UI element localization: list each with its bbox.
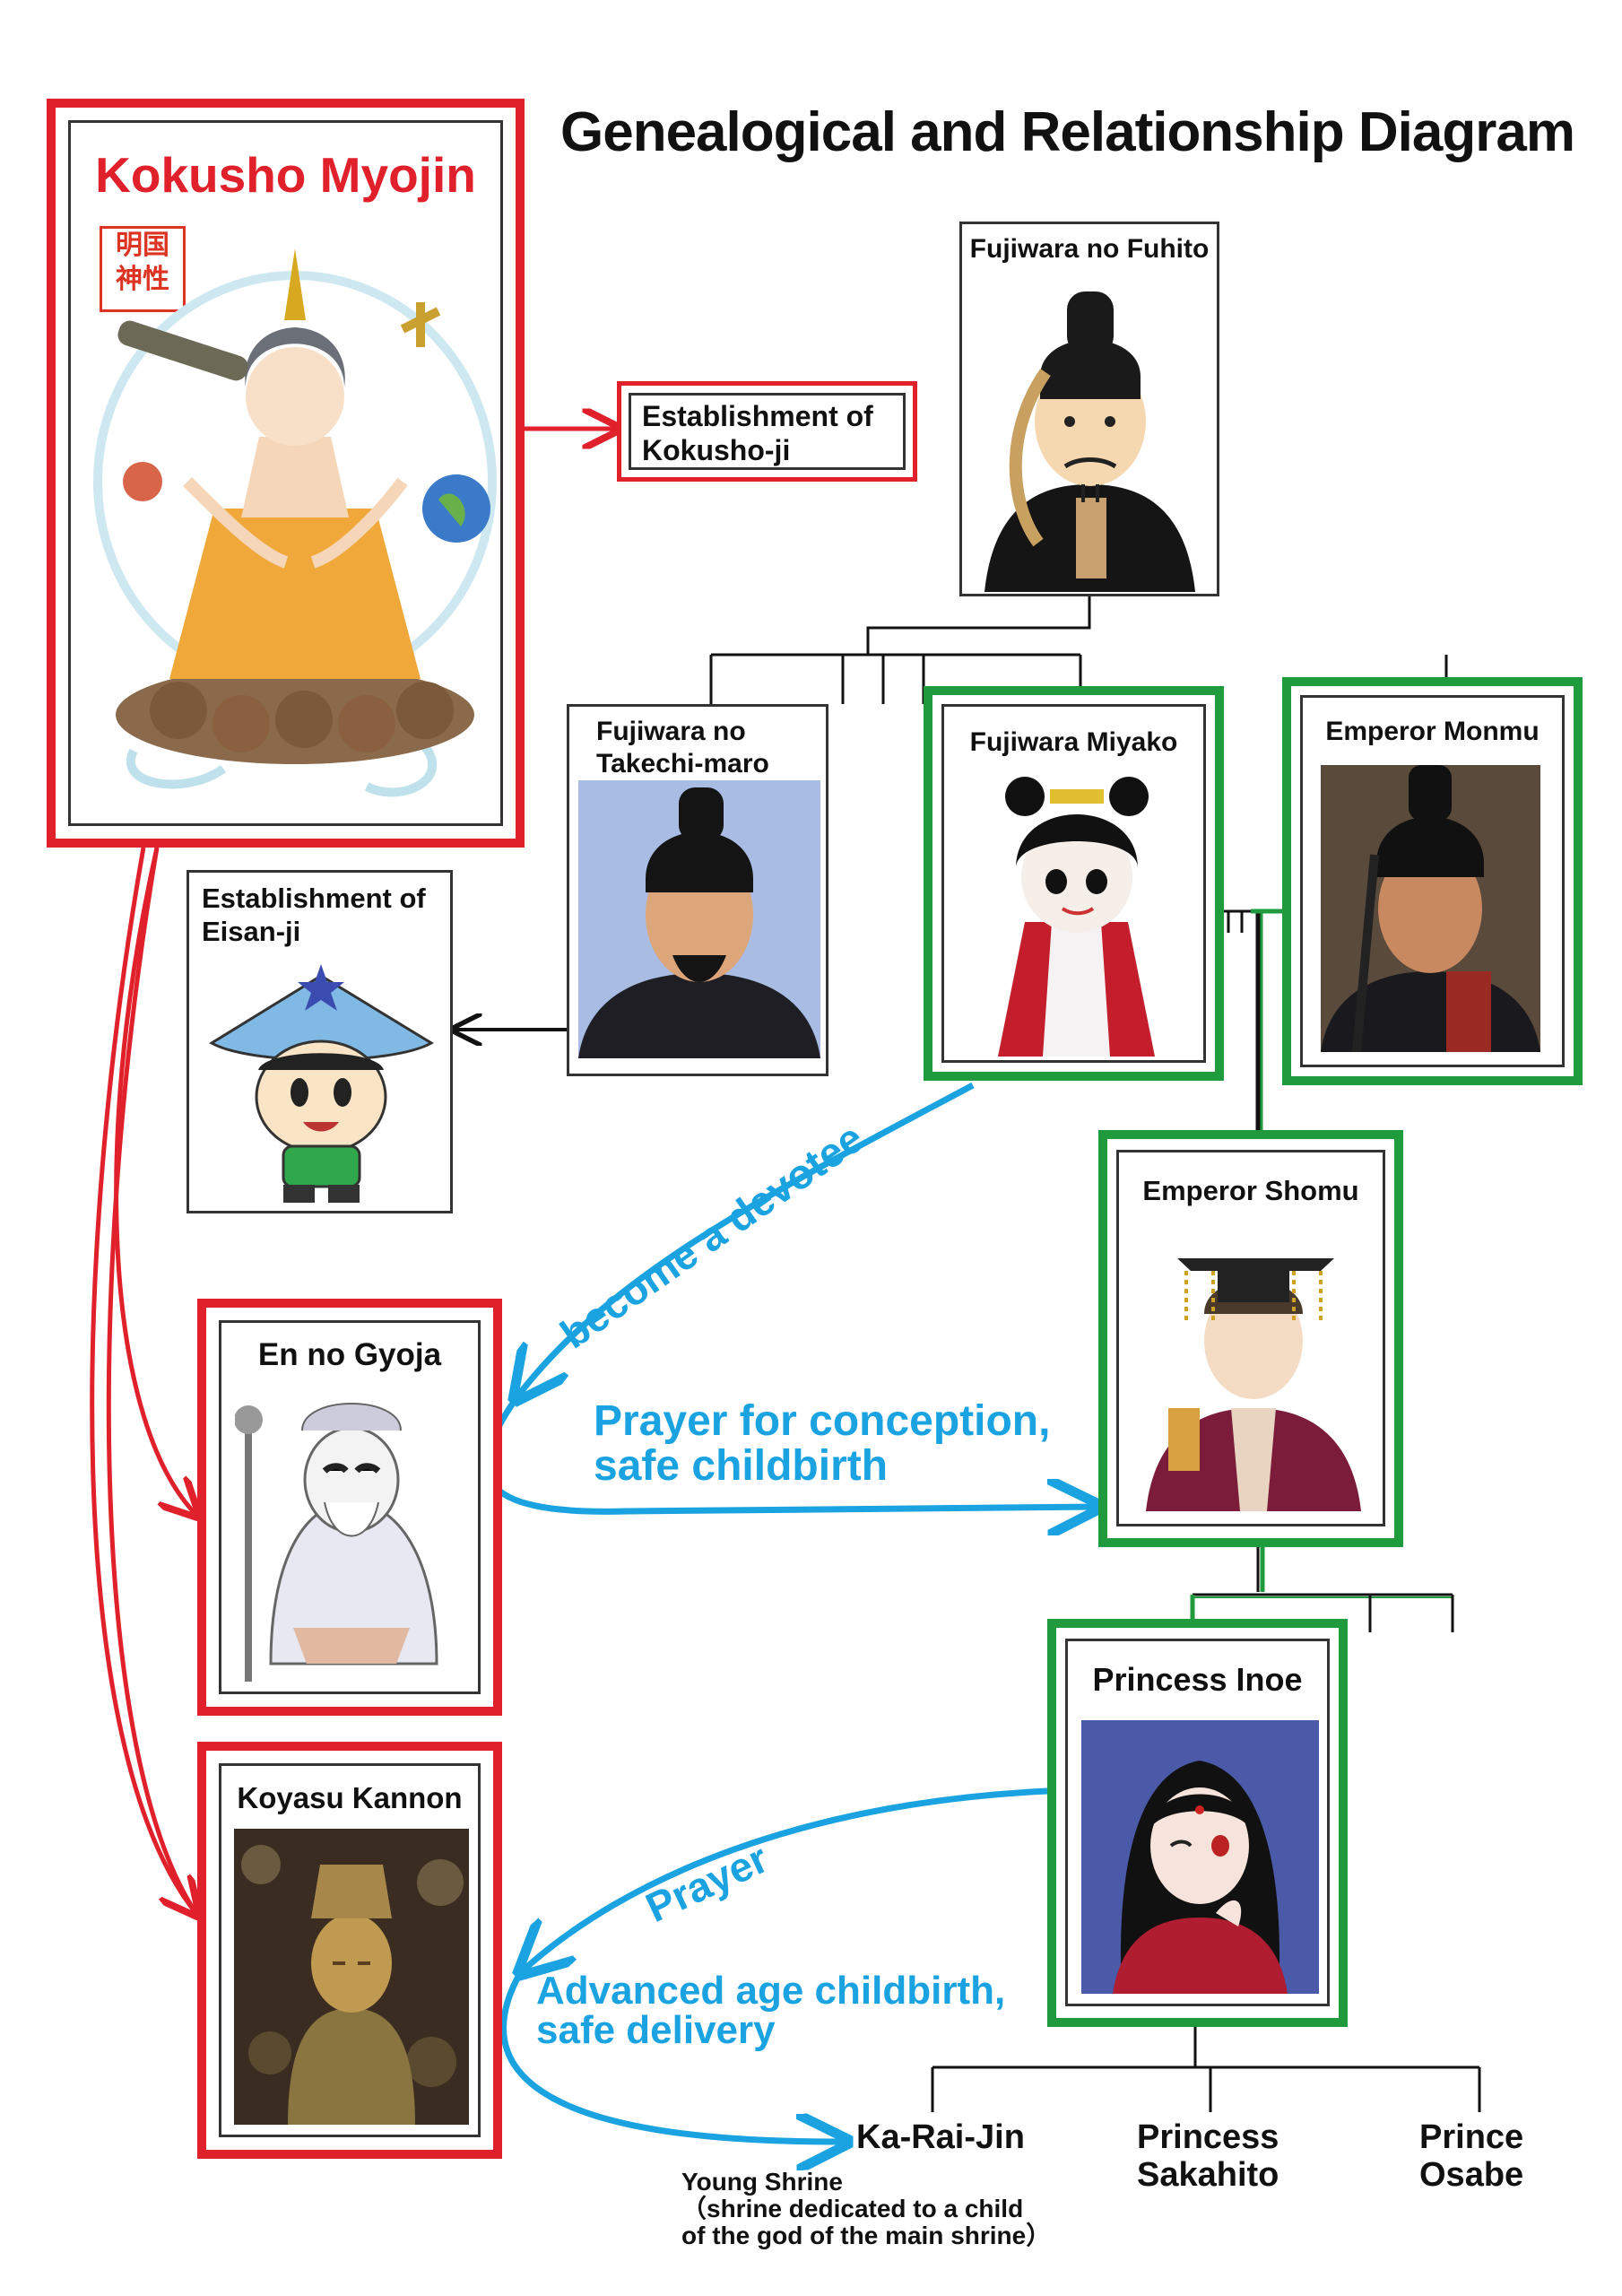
young-shrine-desc-1: （shrine dedicated to a child — [681, 2195, 1024, 2222]
eisan-ji-mascot-icon — [209, 964, 434, 1203]
page-title: Genealogical and Relationship Diagram — [560, 101, 1575, 163]
kokusho-ji-label: Establishment of Kokusho-ji — [629, 393, 906, 470]
shomu-name: Emperor Shomu — [1142, 1175, 1359, 1206]
arrow-become-devotee — [516, 1082, 975, 1399]
princess-inoe-card[interactable]: Princess Inoe — [1047, 1619, 1348, 2027]
young-shrine-title: Young Shrine — [681, 2168, 843, 2196]
arrow-prayer — [520, 1787, 1048, 1973]
arrow-to-en-no-gyoja — [114, 847, 197, 1516]
advanced-age-label: Advanced age childbirth, safe delivery — [536, 1969, 1006, 2052]
karaijin-label: Ka-Rai-Jin — [856, 2118, 1025, 2156]
fuhito-descendant-line — [866, 596, 1091, 655]
takechimaro-name: Fujiwara no Takechi-maro — [596, 717, 769, 778]
monmu-name: Emperor Monmu — [1325, 717, 1540, 746]
koyasu-kannon-name: Koyasu Kannon — [237, 1781, 463, 1814]
prince-osabe-label: Prince Osabe — [1419, 2118, 1524, 2194]
fuhito-portrait-icon — [984, 291, 1195, 592]
arrow-to-koyasu-kannon-1 — [90, 847, 197, 1915]
emperor-shomu-card[interactable]: Emperor Shomu — [1098, 1130, 1403, 1547]
monmu-portrait-icon — [1321, 765, 1540, 1052]
shomu-portrait-icon — [1146, 1258, 1361, 1511]
en-no-gyoja-card[interactable]: En no Gyoja — [197, 1299, 502, 1716]
conception-label: Prayer for conception, safe childbirth — [594, 1397, 1051, 1490]
en-no-gyoja-name: En no Gyoja — [257, 1337, 442, 1372]
koyasu-kannon-card[interactable]: Koyasu Kannon — [197, 1742, 502, 2159]
miyako-name: Fujiwara Miyako — [969, 727, 1178, 757]
fujiwara-no-fuhito-card[interactable]: Fujiwara no Fuhito — [959, 222, 1219, 596]
takechimaro-portrait-icon — [578, 780, 820, 1058]
en-no-gyoja-illustration-icon — [235, 1403, 438, 1682]
deity-illustration-icon — [93, 248, 497, 797]
eisan-ji-box[interactable]: Establishment of Eisan-ji — [186, 870, 453, 1213]
red-seal-icon: 明国 神性 — [100, 226, 186, 312]
fujiwara-miyako-card[interactable]: Fujiwara Miyako — [924, 686, 1224, 1081]
fuhito-name: Fujiwara no Fuhito — [969, 234, 1210, 264]
princess-sakahito-label: Princess Sakahito — [1137, 2118, 1279, 2194]
kokusho-myojin-card[interactable]: Kokusho Myojin 明国 神性 — [47, 99, 525, 848]
arrow-advanced-age — [500, 1971, 847, 2142]
eisan-ji-label: Establishment of Eisan-ji — [202, 883, 426, 947]
inoe-name: Princess Inoe — [1092, 1661, 1303, 1698]
kokusho-ji-box[interactable]: Establishment of Kokusho-ji — [617, 381, 917, 482]
takechimaro-card[interactable]: Fujiwara no Takechi-maro — [567, 704, 828, 1076]
arrow-to-koyasu-kannon-2 — [106, 847, 200, 1917]
emperor-monmu-card[interactable]: Emperor Monmu — [1282, 677, 1583, 1085]
koyasu-kannon-statue-icon — [234, 1829, 469, 2125]
young-shrine-note: Young Shrine （shrine dedicated to a chil… — [681, 2169, 1051, 2249]
kokusho-myojin-name: Kokusho Myojin — [95, 147, 476, 203]
young-shrine-desc-2: of the god of the main shrine） — [681, 2222, 1052, 2249]
miyako-portrait-icon — [998, 777, 1155, 1057]
inoe-portrait-icon — [1081, 1720, 1319, 1994]
